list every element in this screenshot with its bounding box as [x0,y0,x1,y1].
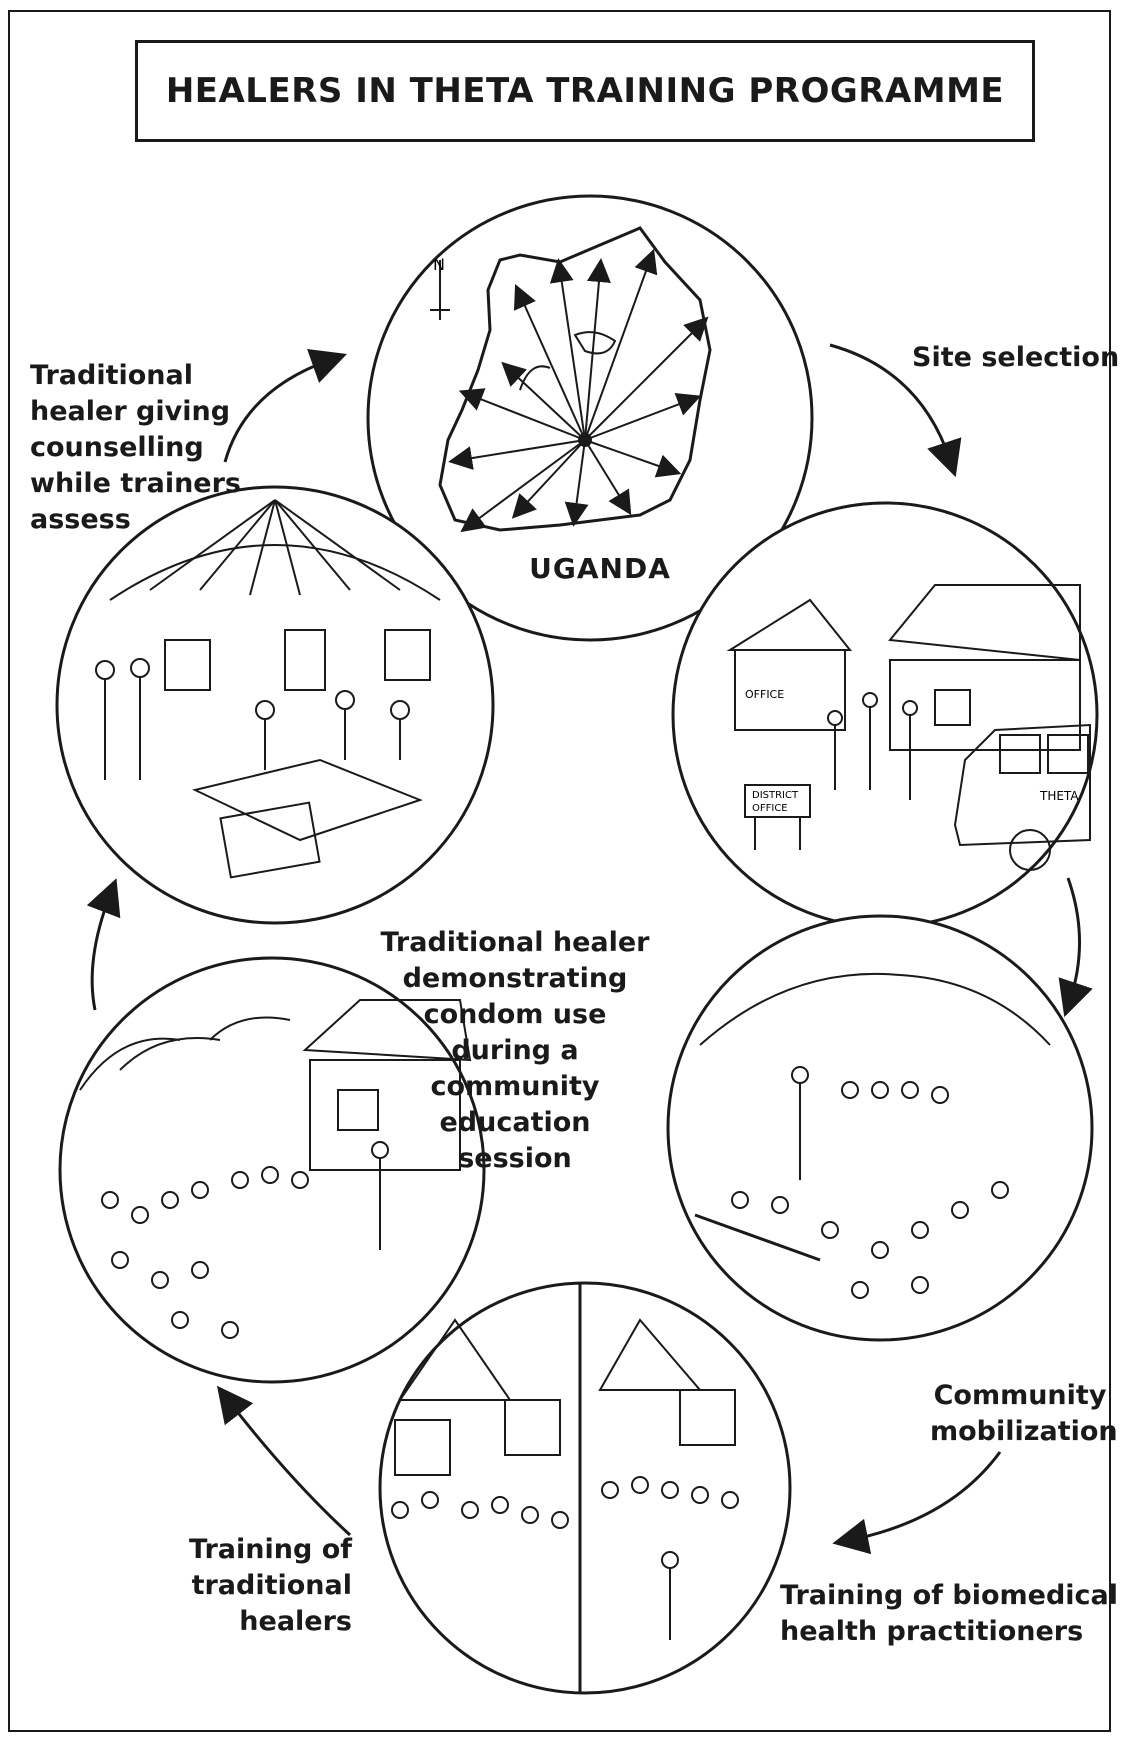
label-training-biomedical-line2: health practitioners [780,1616,1084,1647]
radiating-arrows [448,248,709,533]
label-counselling-line1: Traditional [30,360,193,391]
page-frame [8,10,1111,1732]
district-office-sign-line1: DISTRICT [752,790,799,801]
community-mobilization-circle [666,914,1094,1342]
label-demonstrating-line5: community [430,1071,600,1102]
label-site-selection: Site selection [912,342,1120,373]
map-label-uganda: UGANDA [529,552,671,585]
arrow-to-site-selection [829,343,962,478]
cycle-arrows [86,343,1093,1555]
label-community-mobilization-line2: mobilization [930,1416,1118,1447]
label-training-traditional-line2: healers [239,1606,352,1637]
label-training-traditional-line1: Training of traditional [189,1534,352,1601]
label-demonstrating: Traditional healer demonstrating condom … [375,925,655,1177]
label-counselling-line4: while trainers [30,468,242,499]
van-sign: THETA [1039,789,1079,803]
site-selection-circle: OFFICE DISTRICT OFFICE THETA [671,501,1099,929]
label-training-biomedical-line1: Training of biomedical [780,1580,1119,1611]
training-circle [378,1281,792,1695]
compass-rose: N [430,255,450,320]
label-counselling: Traditional healer giving counselling wh… [30,358,241,538]
label-training-biomedical: Training of biomedical health practition… [780,1578,1118,1650]
label-demonstrating-line2: demonstrating [402,963,628,994]
district-office-sign-line2: OFFICE [752,803,788,814]
community-education-circle [58,956,486,1384]
uganda-map-circle: N [366,194,814,642]
label-counselling-line5: assess [30,504,131,535]
label-demonstrating-line1: Traditional healer [380,927,650,958]
counselling-circle [55,485,495,925]
label-demonstrating-line3: condom use [423,999,607,1030]
page-title: HEALERS IN THETA TRAINING PROGRAMME [165,71,1005,111]
label-community-mobilization: Community mobilization [930,1378,1118,1450]
label-demonstrating-line6: education [439,1107,591,1138]
label-counselling-line3: counselling [30,432,204,463]
arrow-to-education [216,1385,352,1537]
arrow-to-training [832,1451,1002,1555]
compass-north-label: N [433,255,445,274]
label-community-mobilization-line1: Community [933,1380,1107,1411]
title-box: HEALERS IN THETA TRAINING PROGRAMME [135,40,1035,142]
arrow-to-site-map [223,349,347,463]
label-training-traditional: Training of traditional healers [30,1532,352,1640]
label-counselling-line2: healer giving [30,396,231,427]
office-sign: OFFICE [745,688,784,701]
label-demonstrating-line4: during a [451,1035,579,1066]
arrow-to-counselling [86,878,121,1011]
label-demonstrating-line7: session [458,1143,572,1174]
arrow-to-community-mobilization [1058,877,1093,1018]
